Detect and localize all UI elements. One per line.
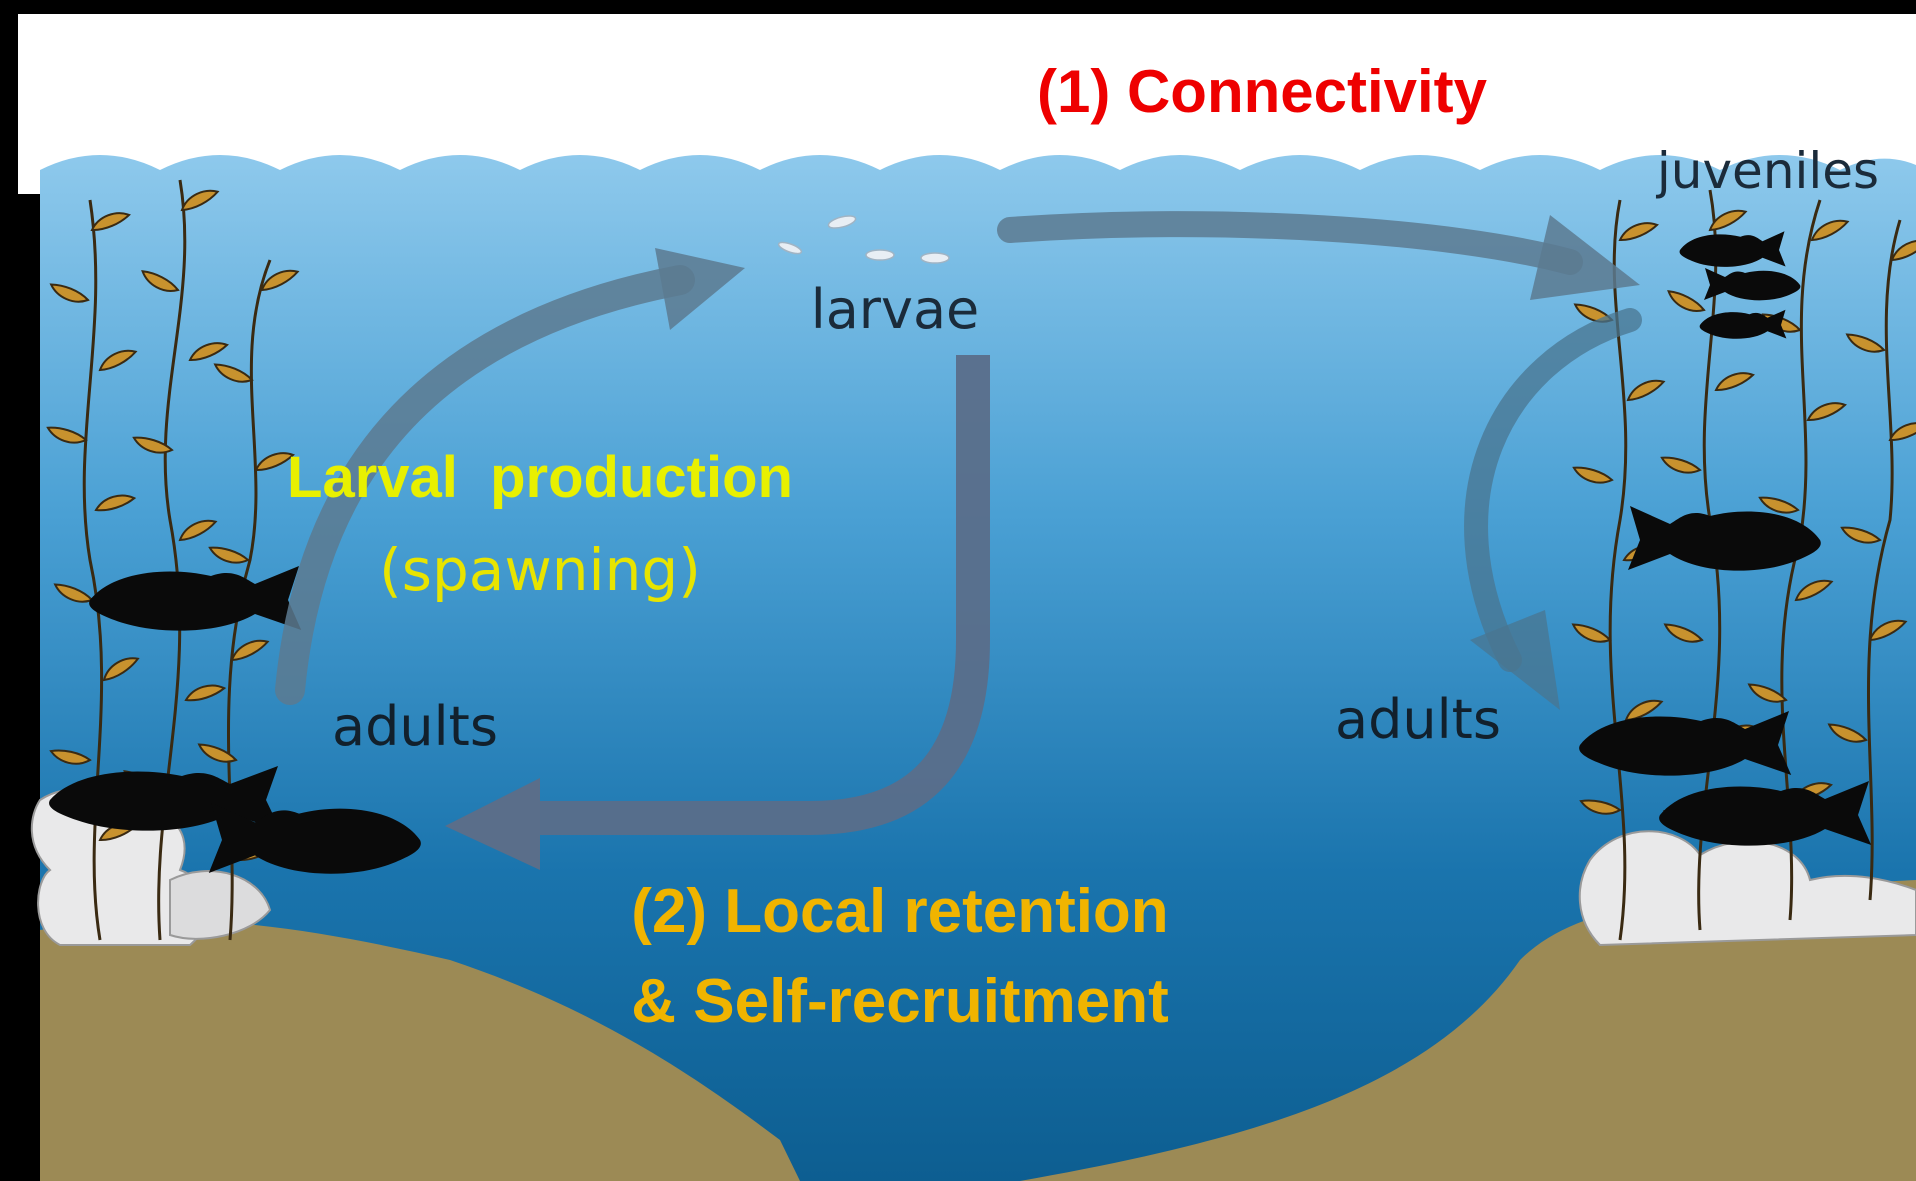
adults-right-label: adults (1335, 688, 1501, 751)
spawning-label: (spawning) (379, 536, 701, 604)
adults-left-label: adults (332, 695, 498, 758)
connectivity-arrow (997, 211, 1640, 300)
connectivity-label: (1) Connectivity (1037, 58, 1488, 125)
sea-floor (40, 919, 800, 1181)
larval-production-label: Larval production (287, 445, 793, 510)
juveniles-label: juveniles (1656, 142, 1879, 200)
local-retention-line2: & Self-recruitment (631, 967, 1168, 1036)
sea-floor-right (1020, 880, 1916, 1181)
larvae-icon (777, 215, 950, 264)
rock-icon (1578, 830, 1916, 947)
larval-production-arrow (275, 248, 745, 705)
juveniles-to-adults-arrow (1464, 308, 1642, 710)
local-retention-arrow (445, 355, 990, 870)
local-retention-line1: (2) Local retention (631, 877, 1168, 946)
larvae-label: larvae (811, 278, 980, 341)
